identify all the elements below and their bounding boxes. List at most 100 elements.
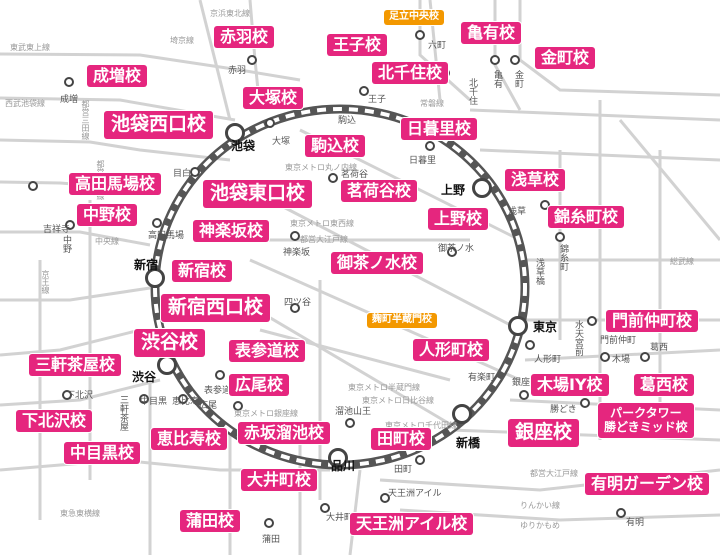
school-monzennakacho[interactable]: 門前仲町校: [606, 310, 699, 332]
station-label: 目白: [173, 169, 192, 179]
line-label: 東京メトロ半蔵門線: [348, 383, 420, 392]
school-kanamachi[interactable]: 金町校: [535, 47, 596, 69]
station-label: 有明: [626, 518, 645, 528]
station-dot: [152, 218, 162, 228]
line-label: 京浜東北線: [210, 9, 250, 18]
station-dot: [640, 352, 650, 362]
station-label: 広尾: [199, 401, 218, 411]
station-dot: [290, 231, 300, 241]
station-label: 人形町: [534, 355, 562, 365]
school-omotesando[interactable]: 表参道校: [229, 340, 306, 362]
station-label: 高田馬場: [148, 231, 185, 241]
school-kasai[interactable]: 葛西校: [634, 374, 695, 396]
school-sangenjaya[interactable]: 三軒茶屋校: [29, 354, 122, 376]
station-dot: [264, 518, 274, 528]
station-dot: [178, 394, 188, 404]
station-dot: [380, 493, 390, 503]
station-dot: [290, 303, 300, 313]
school-kameari[interactable]: 亀有校: [461, 22, 522, 44]
school-shibuya[interactable]: 渋谷校: [134, 329, 206, 357]
station-label: 神楽坂: [283, 248, 311, 258]
station-dot: [64, 77, 74, 87]
station-label-shinbashi: 新橋: [456, 436, 481, 450]
line-label: 東京メトロ千代田線: [385, 421, 457, 430]
line-label: 都営大江戸線: [530, 469, 578, 478]
school-hiroo[interactable]: 広尾校: [229, 374, 290, 396]
school-takadanobaba[interactable]: 高田馬場校: [69, 173, 162, 195]
school-myogadani[interactable]: 茗荷谷校: [341, 180, 418, 202]
station-dot: [587, 316, 597, 326]
line-label: 西武池袋線: [5, 99, 45, 108]
station-label: 金町: [513, 70, 523, 88]
station-dot-ueno: [472, 178, 492, 198]
school-asakusa[interactable]: 浅草校: [505, 169, 566, 191]
school-oji[interactable]: 王子校: [327, 34, 388, 56]
station-dot: [447, 247, 457, 257]
school-ginza[interactable]: 銀座校: [508, 419, 580, 447]
station-dot: [415, 455, 425, 465]
station-dot-shinbashi: [452, 404, 472, 424]
school-ooimachi[interactable]: 大井町校: [241, 469, 318, 491]
school-tamachi[interactable]: 田町校: [371, 428, 432, 450]
station-label: 日暮里: [409, 156, 437, 166]
school-kamata[interactable]: 蒲田校: [180, 510, 241, 532]
station-label: 王子: [368, 95, 387, 105]
line-label: 埼京線: [170, 36, 194, 45]
school-akasaka[interactable]: 赤坂溜池校: [238, 422, 331, 444]
station-label-shinagawa: 品川: [331, 459, 356, 473]
station-label-shibuya: 渋谷: [132, 370, 157, 384]
station-dot: [265, 118, 275, 128]
announce-adachi[interactable]: 足立中央校: [384, 10, 444, 25]
school-otsuka[interactable]: 大塚校: [243, 87, 304, 109]
school-komagome[interactable]: 駒込校: [305, 135, 366, 157]
station-label: 中野: [61, 235, 71, 253]
station-dot: [519, 390, 529, 400]
school-shimokitazawa[interactable]: 下北沢校: [16, 410, 93, 432]
line-label: 中央線: [95, 237, 119, 246]
station-dot: [320, 503, 330, 513]
station-dot: [510, 55, 520, 65]
station-label: 表参道: [204, 386, 232, 396]
line-label: 東京メトロ丸ノ内線: [285, 163, 357, 172]
station-dot: [525, 340, 535, 350]
school-ikebukuro-higashi[interactable]: 池袋東口校: [203, 180, 313, 208]
school-tennozu[interactable]: 天王洲アイル校: [350, 513, 474, 535]
school-shinjuku-nishi[interactable]: 新宿西口校: [161, 294, 271, 322]
station-label: 勝どき: [550, 405, 577, 415]
station-label: 溜池山王: [335, 407, 372, 417]
school-akabane[interactable]: 赤羽校: [214, 26, 275, 48]
station-label: 六町: [428, 41, 447, 51]
school-ningyocho[interactable]: 人形町校: [413, 339, 490, 361]
school-kitasenju[interactable]: 北千住校: [372, 62, 449, 84]
announce-kojimachi[interactable]: 麹町半蔵門校: [367, 313, 437, 328]
school-kachidoki[interactable]: パークタワー 勝どきミッド校: [598, 403, 694, 438]
school-kagurazaka[interactable]: 神楽坂校: [193, 220, 270, 242]
station-label: 赤羽: [228, 66, 247, 76]
line-label: 総武線: [670, 257, 694, 266]
school-nippori[interactable]: 日暮里校: [401, 118, 478, 140]
station-label: 大塚: [272, 137, 291, 147]
school-narimasu[interactable]: 成増校: [87, 65, 148, 87]
line-label: 京王線: [41, 270, 50, 294]
school-ariake[interactable]: 有明ガーデン校: [585, 473, 710, 495]
school-shinjuku[interactable]: 新宿校: [172, 260, 233, 282]
school-kiba[interactable]: 木場IY校: [531, 374, 609, 396]
line-label: 都営三田線: [81, 100, 90, 140]
school-nakameguro[interactable]: 中目黒校: [64, 442, 141, 464]
station-label-ueno: 上野: [441, 183, 466, 197]
school-ochanomizu[interactable]: 御茶ノ水校: [331, 252, 424, 274]
station-label: 水天宮前: [573, 320, 583, 356]
school-kinshicho[interactable]: 錦糸町校: [548, 206, 625, 228]
school-ikebukuro-nishi[interactable]: 池袋西口校: [104, 111, 214, 139]
station-label: 葛西: [650, 343, 669, 353]
station-dot: [600, 352, 610, 362]
station-dot-ikebukuro: [225, 123, 245, 143]
station-label: 駒込: [338, 116, 357, 126]
school-nakano[interactable]: 中野校: [77, 204, 138, 226]
station-dot: [247, 55, 257, 65]
station-dot: [540, 200, 550, 210]
school-ueno[interactable]: 上野校: [428, 208, 489, 230]
station-dot: [328, 173, 338, 183]
line-label: 都営大江戸線: [300, 235, 348, 244]
school-ebisu[interactable]: 恵比寿校: [151, 428, 228, 450]
